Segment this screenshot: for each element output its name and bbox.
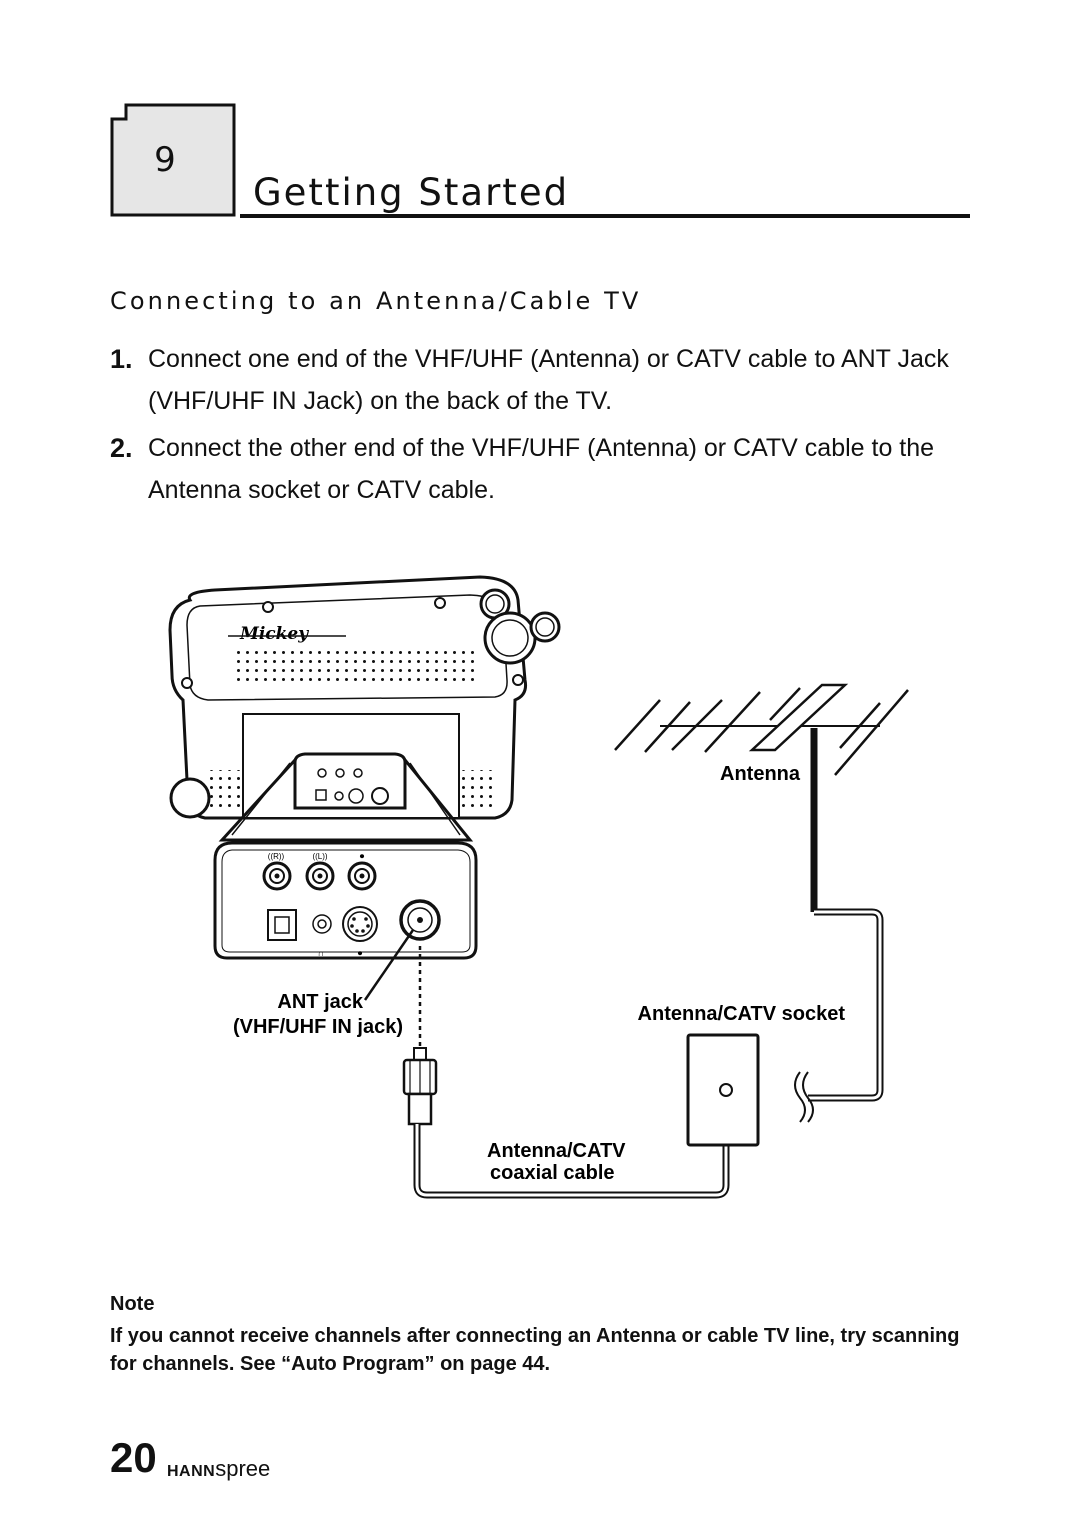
zoom-callout	[218, 758, 474, 842]
speaker-grille	[234, 645, 474, 685]
step-2: 2. Connect the other end of the VHF/UHF …	[110, 427, 990, 511]
audio-l-jack	[305, 861, 335, 891]
video-jack	[347, 861, 377, 891]
vent-right	[460, 770, 492, 810]
s-video-jack	[342, 906, 378, 942]
audio-r-jack	[262, 861, 292, 891]
svg-text:∩: ∩	[318, 948, 324, 958]
page-number: 20	[110, 1434, 157, 1481]
step-2-text: Connect the other end of the VHF/UHF (An…	[148, 434, 935, 504]
vent-left	[210, 770, 242, 810]
label-ant-jack: ANT jack	[277, 991, 363, 1013]
f-connector-plug	[402, 1047, 438, 1126]
chapter-title: Getting Started	[253, 171, 570, 214]
chapter-tab-box	[110, 103, 236, 217]
svg-text:⏺: ⏺	[360, 851, 365, 861]
svg-text:((L)): ((L))	[312, 852, 327, 861]
antenna-illustration	[614, 683, 909, 1123]
chapter-number: 9	[154, 140, 176, 180]
step-2-number: 2.	[110, 433, 133, 463]
tv-back-illustration: Mickey	[168, 575, 561, 820]
coaxial-cable	[415, 1090, 728, 1197]
chapter-title-rule	[240, 214, 970, 218]
tv-brand-script: Mickey	[239, 624, 309, 644]
connection-diagram: Mickey ((R)) ((L)) ⏺	[168, 575, 909, 1199]
label-coax-line1: Antenna/CATV	[487, 1140, 626, 1162]
note-text: If you cannot receive channels after con…	[110, 1325, 960, 1375]
brand-logo: HANNspree	[167, 1456, 270, 1482]
section-title: Connecting to an Antenna/Cable TV	[110, 287, 642, 315]
brand-logo-bold: HANN	[167, 1463, 216, 1480]
label-antenna-catv-socket: Antenna/CATV socket	[638, 1003, 846, 1025]
brand-logo-light: spree	[215, 1456, 271, 1481]
wall-socket	[686, 1033, 760, 1147]
dc-in-jack	[267, 909, 297, 941]
ant-jack	[399, 899, 441, 941]
step-1-text: Connect one end of the VHF/UHF (Antenna)…	[148, 345, 949, 415]
jack-panel-enlarged: ((R)) ((L)) ⏺	[213, 841, 478, 960]
label-coax-line2: coaxial cable	[490, 1162, 615, 1184]
step-1-number: 1.	[110, 344, 133, 374]
step-1: 1. Connect one end of the VHF/UHF (Anten…	[110, 338, 990, 422]
svg-text:⏺: ⏺	[358, 948, 363, 958]
svg-text:((R)): ((R))	[268, 852, 285, 861]
note-label: Note	[110, 1293, 155, 1315]
headphone-jack	[312, 914, 332, 934]
ant-jack-pointer	[363, 929, 415, 1001]
label-vhf-uhf-in-jack: (VHF/UHF IN jack)	[233, 1016, 403, 1038]
label-antenna: Antenna	[720, 763, 801, 785]
